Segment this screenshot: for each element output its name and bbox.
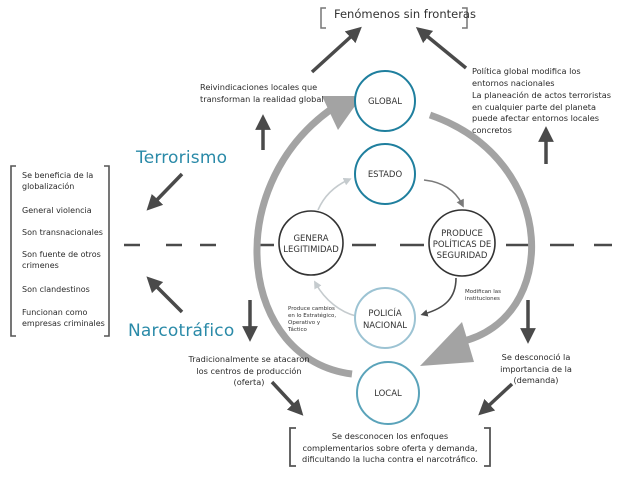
note-politica-global: Política global modifica los entornos na… xyxy=(472,66,581,88)
arrow-politica-up xyxy=(415,27,468,70)
circle-policia-label-1: POLICÍA xyxy=(368,307,402,319)
circle-genera-legitimidad: GENERA LEGITIMIDAD xyxy=(278,210,344,276)
narcotrafico-label: Narcotráfico xyxy=(128,321,235,341)
arrow-produce-to-policia xyxy=(420,277,457,317)
left-list-bracket xyxy=(10,165,110,337)
list-item: Funcionan como empresas criminales xyxy=(22,308,105,328)
top-box-label: Fenómenos sin fronteras xyxy=(334,7,476,21)
list-item: Son transnacionales xyxy=(22,228,103,237)
note-tradicionalmente: Tradicionalmente se atacaron los centros… xyxy=(188,354,310,387)
circle-genera-label-2: LEGITIMIDAD xyxy=(283,245,339,255)
circle-policia-label-2: NACIONAL xyxy=(363,321,407,331)
arrow-terrorismo xyxy=(146,172,184,211)
top-bracket xyxy=(320,7,468,29)
circle-estado-label: ESTADO xyxy=(368,170,403,180)
arrow-policia-to-genera xyxy=(314,280,357,317)
note-planeacion: La planeación de actos terroristas en cu… xyxy=(472,90,611,135)
list-item: General violencia xyxy=(22,206,92,215)
note-produce-cambios: Produce cambios en lo Estratégico, Opera… xyxy=(288,306,337,333)
circle-global: GLOBAL xyxy=(354,70,416,132)
bottom-bracket xyxy=(289,427,491,467)
arrow-reivindicaciones-up xyxy=(310,26,362,74)
circle-produce-label-1: PRODUCE xyxy=(441,229,483,239)
list-item: Se beneficia de la globalización xyxy=(22,171,94,191)
cycle-arrow-left xyxy=(253,96,362,378)
note-modifican: Modifican las instituciones xyxy=(465,289,501,302)
circle-produce-label-3: SEGURIDAD xyxy=(437,251,488,261)
circle-local-label: LOCAL xyxy=(374,389,402,399)
circle-global-label: GLOBAL xyxy=(368,97,402,107)
note-reivindicaciones: Reivindicaciones locales que transforman… xyxy=(200,82,324,104)
list-item: Son fuente de otros crimenes xyxy=(22,250,101,270)
bottom-box-label: Se desconocen los enfoques complementari… xyxy=(302,431,478,464)
circle-genera-label-1: GENERA xyxy=(293,234,328,244)
arrow-narcotrafico xyxy=(146,276,184,314)
arrow-genera-to-estado xyxy=(317,178,352,211)
cycle-arrow-left-head xyxy=(322,96,362,130)
circle-local: LOCAL xyxy=(356,361,420,425)
circle-estado: ESTADO xyxy=(354,143,416,205)
arrow-demanda-to-box xyxy=(478,382,514,416)
terrorismo-label: Terrorismo xyxy=(136,148,228,168)
note-desconocio: Se desconoció la importancia de la (dema… xyxy=(500,352,572,385)
list-item: Son clandestinos xyxy=(22,285,90,294)
circle-produce-politicas: PRODUCE POLÍTICAS DE SEGURIDAD xyxy=(428,209,496,277)
cycle-arrow-right-head xyxy=(420,322,474,366)
arrow-estado-to-produce xyxy=(423,179,464,208)
circle-policia-nacional: POLICÍA NACIONAL xyxy=(354,287,416,349)
arrow-oferta-to-box xyxy=(270,380,304,416)
circle-produce-label-2: POLÍTICAS DE xyxy=(433,238,492,250)
cycle-arrow-right xyxy=(420,111,536,366)
